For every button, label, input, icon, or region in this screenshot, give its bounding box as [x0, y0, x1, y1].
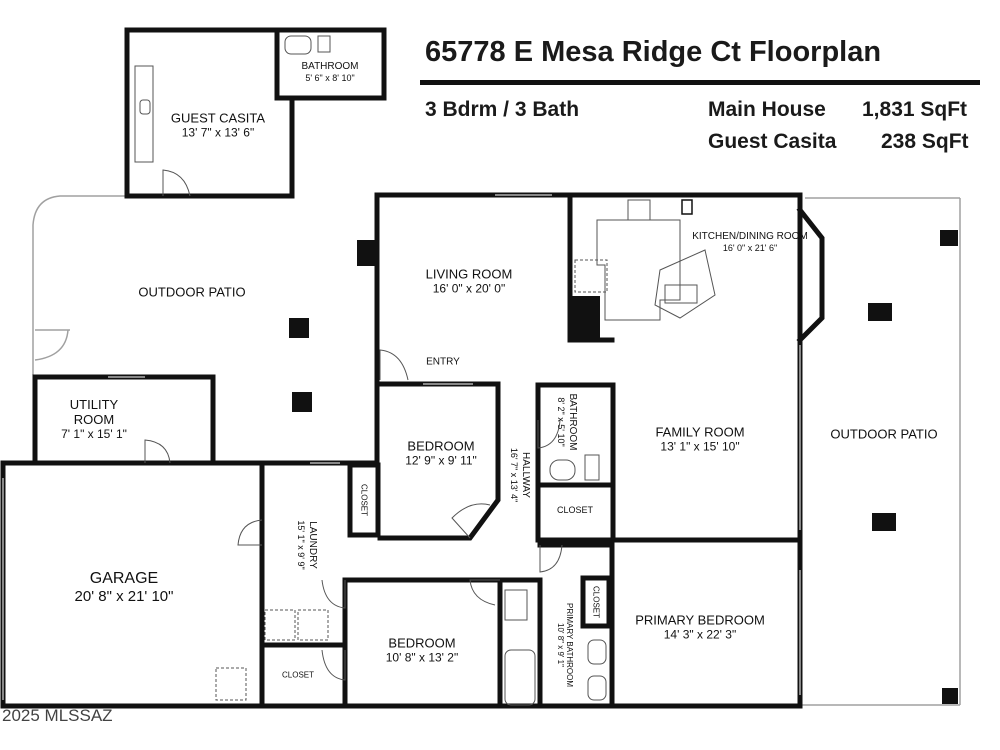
room-name: PRIMARY BEDROOM: [635, 612, 765, 628]
room-dims: 15' 1" x 9' 9": [296, 520, 307, 570]
room-dims: 12' 9" x 9' 11": [405, 453, 477, 468]
title-divider: [420, 80, 980, 85]
room-name: BEDROOM: [407, 438, 475, 454]
room-dims: 13' 1" x 15' 10": [660, 439, 740, 454]
room-kitchen-dining: KITCHEN/DINING ROOM 16' 0" x 21' 6": [692, 231, 808, 253]
room-name: GARAGE: [89, 570, 159, 588]
guest-casita-label: Guest Casita: [708, 130, 837, 153]
room-name: FAMILY ROOM: [655, 424, 745, 440]
room-name: CLOSET: [281, 670, 315, 680]
room-name: HALLWAY: [519, 452, 531, 498]
room-name: KITCHEN/DINING ROOM: [692, 231, 808, 243]
main-house-sqft: 1,831 SqFt: [862, 98, 968, 121]
room-living-room: LIVING ROOM 16' 0" x 20' 0": [425, 266, 513, 297]
room-closet-garage: CLOSET: [282, 670, 314, 679]
room-name: GUEST CASITA: [170, 110, 266, 126]
room-dims: 16' 7" x 13' 4": [509, 447, 520, 503]
room-primary-bathroom: PRIMARY BATHROOM 10' 8" x 9' 1": [556, 603, 574, 687]
bed-bath-count: 3 Bdrm / 3 Bath: [425, 98, 580, 121]
room-utility: UTILITY ROOM 7' 1" x 15' 1": [54, 397, 134, 442]
room-name: CLOSET: [591, 585, 601, 619]
room-name: LIVING ROOM: [425, 266, 513, 282]
room-name: PRIMARY BATHROOM: [565, 602, 575, 688]
room-name: CLOSET: [359, 483, 369, 517]
main-house-label: Main House: [708, 98, 826, 121]
room-bedroom-1: BEDROOM 12' 9" x 9' 11": [405, 438, 477, 469]
room-closet-hall: CLOSET: [557, 505, 593, 515]
room-dims: 5' 6" x 8' 10": [305, 72, 355, 83]
room-name: OUTDOOR PATIO: [830, 426, 938, 442]
room-name: OUTDOOR PATIO: [138, 284, 246, 300]
room-primary-bedroom: PRIMARY BEDROOM 14' 3" x 22' 3": [635, 612, 765, 643]
room-dims: 7' 1" x 15' 1": [61, 427, 127, 442]
room-dims: 16' 0" x 21' 6": [722, 242, 778, 253]
room-dims: 20' 8" x 21' 10": [74, 588, 174, 606]
room-name: ENTRY: [426, 356, 460, 368]
room-closet-bedroom: CLOSET: [359, 483, 369, 517]
casita-walls: [124, 27, 387, 199]
room-dims: 10' 8" x 9' 1": [556, 623, 565, 667]
room-name: CLOSET: [556, 504, 594, 515]
room-laundry: LAUNDRY 15' 1" x 9' 9": [296, 520, 318, 569]
page-title: 65778 E Mesa Ridge Ct Floorplan: [425, 36, 882, 68]
room-name: BEDROOM: [388, 635, 456, 651]
room-bedroom-2: BEDROOM 10' 8" x 13' 2": [385, 635, 459, 666]
watermark: 2025 MLSSAZ: [2, 706, 113, 725]
room-outdoor-patio-left: OUTDOOR PATIO: [138, 284, 246, 301]
room-family-room: FAMILY ROOM 13' 1" x 15' 10": [655, 424, 745, 455]
room-closet-primary: CLOSET: [591, 585, 601, 619]
room-dims: 10' 8" x 13' 2": [385, 650, 459, 665]
room-hallway: HALLWAY 16' 7" x 13' 4": [509, 448, 531, 502]
room-casita-bathroom: BATHROOM 5' 6" x 8' 10": [301, 61, 358, 83]
room-dims: 13' 7" x 13' 6": [181, 125, 255, 140]
patio-left-outline: [32, 195, 126, 375]
room-garage: GARAGE 20' 8" x 21' 10": [75, 570, 174, 606]
guest-casita-sqft: 238 SqFt: [881, 130, 969, 153]
room-dims: 16' 0" x 20' 0": [432, 281, 506, 296]
room-name: BATHROOM: [566, 393, 578, 451]
room-entry: ENTRY: [426, 356, 460, 368]
room-guest-casita: GUEST CASITA 13' 7" x 13' 6": [170, 110, 266, 141]
room-dims: 14' 3" x 22' 3": [663, 627, 737, 642]
room-name: BATHROOM: [301, 61, 359, 73]
room-dims: 8' 2" x 5' 10": [556, 397, 567, 447]
room-name: LAUNDRY: [306, 521, 318, 569]
room-outdoor-patio-right: OUTDOOR PATIO: [830, 426, 938, 443]
room-name: UTILITY ROOM: [69, 397, 119, 428]
room-hall-bathroom: BATHROOM 8' 2" x 5' 10": [556, 393, 578, 450]
